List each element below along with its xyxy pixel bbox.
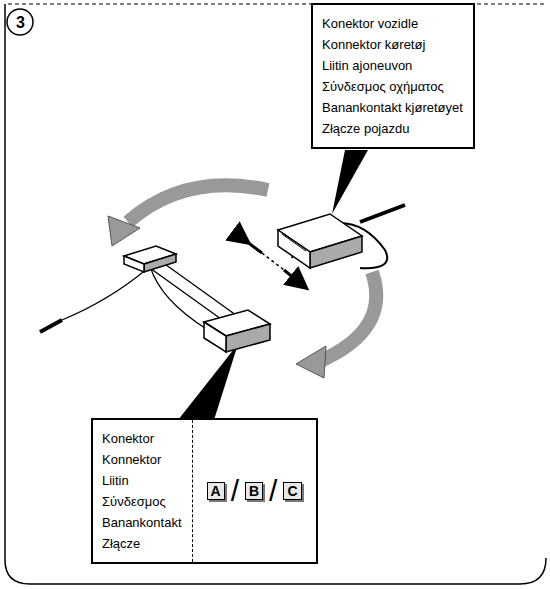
callout-text: Konnektor køretøj: [322, 34, 463, 55]
callout-text: Σύνδεσμος: [102, 491, 182, 512]
step-frame: [5, 4, 546, 584]
move-arrow: [318, 272, 376, 362]
callout-text: Złącze: [102, 533, 182, 554]
vehicle-connector: [310, 236, 362, 268]
callout-text: Banankontakt: [102, 512, 182, 533]
callout-text: Złącze pojazdu: [322, 118, 463, 139]
vehicle-wire: [360, 205, 405, 222]
separator: /: [231, 476, 239, 506]
text-column: KonektorKonnektorLiitinΣύνδεσμοςBanankon…: [93, 420, 193, 562]
callout-box: KonektorKonnektorLiitinΣύνδεσμοςBanankon…: [91, 418, 318, 564]
connect-arrow: [284, 270, 300, 283]
move-arrow-head: [108, 216, 140, 246]
variant-letter: C: [283, 482, 301, 500]
adapter-wire: [62, 268, 148, 320]
text-column: Konektor vozidleKonnektor køretøjLiitin …: [313, 5, 473, 147]
leader-wedge: [178, 344, 238, 420]
variant-letter: A: [207, 482, 225, 500]
adapter-plug: [144, 254, 176, 272]
vehicle-connector: [278, 230, 310, 268]
adapter-cable: [150, 262, 240, 324]
step-circle: [7, 9, 33, 35]
move-arrow: [128, 185, 268, 222]
callout-text: Konektor vozidle: [322, 13, 463, 34]
connect-arrow: [262, 253, 284, 270]
callout-text: Konnektor: [102, 449, 182, 470]
callout-text: Banankontakt kjøretøyet: [322, 97, 463, 118]
callout-text: Liitin ajoneuvon: [322, 55, 463, 76]
separator: /: [269, 476, 277, 506]
adapter-wire: [40, 320, 62, 332]
variant-letter: B: [245, 482, 263, 500]
variant-column: A / B / C: [193, 420, 316, 562]
callout-number: 3: [7, 9, 34, 36]
vehicle-connector: [282, 234, 306, 251]
callout-box: Konektor vozidleKonnektor køretøjLiitin …: [311, 3, 475, 149]
adapter-socket: [226, 324, 270, 352]
leader-wedge: [332, 150, 368, 214]
adapter-plug: [124, 256, 144, 272]
move-arrow-head: [296, 346, 326, 378]
callout-text: Σύνδεσμος οχήματος: [322, 76, 463, 97]
callout-text: Liitin: [102, 470, 182, 491]
connect-arrow: [242, 238, 262, 253]
adapter-socket: [204, 322, 226, 352]
callout-text: Konektor: [102, 428, 182, 449]
